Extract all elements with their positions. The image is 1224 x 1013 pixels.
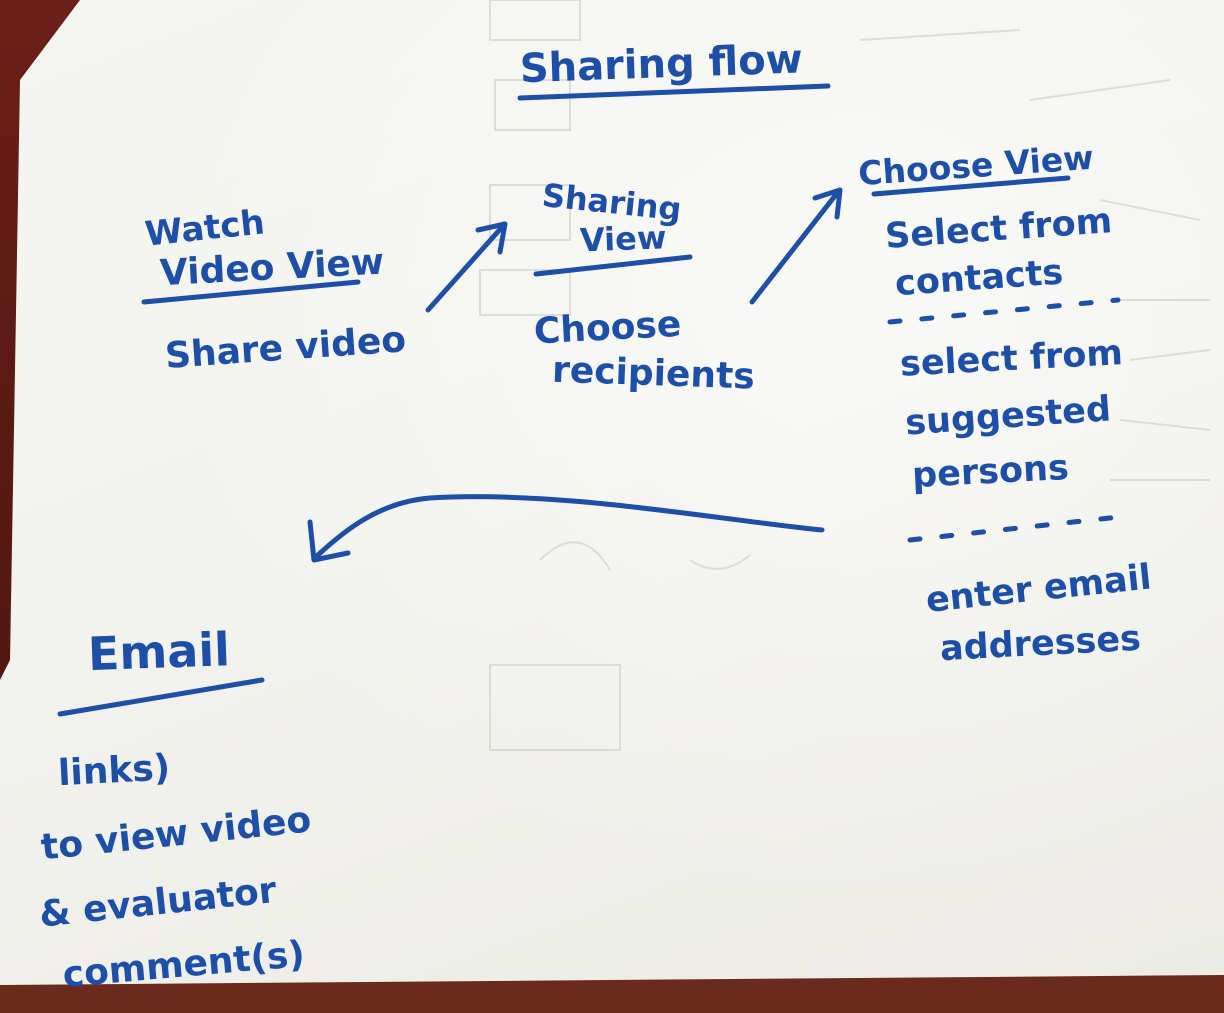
sharing-action-line1: Choose	[533, 304, 682, 353]
choose-option2-line2: suggested	[904, 389, 1112, 443]
arrow-watch-to-sharing	[425, 221, 508, 313]
arrow-sharing-to-choose	[749, 187, 843, 305]
email-node: Email links) to view video & evaluator c…	[37, 622, 313, 996]
title-text: Sharing flow	[519, 36, 803, 92]
watch-action: Share video	[164, 319, 408, 377]
email-line1: links)	[57, 747, 171, 794]
email-underline	[57, 677, 265, 717]
watch-heading-line1: Watch	[143, 202, 266, 254]
email-line4: comment(s)	[61, 934, 306, 996]
choose-view-node: Choose View Select from contacts select …	[857, 138, 1153, 669]
choose-option1-line2: contacts	[894, 253, 1065, 305]
email-line3: & evaluator	[37, 870, 278, 936]
sharing-view-node: Sharing View Choose recipients	[533, 176, 755, 398]
diagram-title: Sharing flow	[517, 36, 831, 101]
choose-separator-1	[887, 297, 1121, 325]
show-through-marks	[479, 0, 1211, 751]
watch-video-node: Watch Video View Share video	[141, 202, 408, 377]
choose-underline	[871, 175, 1071, 197]
choose-option3-line1: enter email	[924, 557, 1153, 620]
title-underline	[517, 83, 831, 101]
arrow-choose-to-email	[307, 494, 825, 563]
email-line2: to view video	[39, 799, 313, 868]
choose-option2-line1: select from	[899, 333, 1124, 385]
choose-option2-line3: persons	[911, 448, 1070, 496]
choose-separator-2	[907, 513, 1131, 543]
sharing-action-line2: recipients	[551, 350, 755, 398]
email-heading: Email	[87, 622, 231, 681]
choose-option3-line2: addresses	[939, 619, 1142, 669]
choose-option1-line1: Select from	[884, 201, 1114, 257]
sharing-heading-line2: View	[579, 218, 667, 259]
watch-underline	[141, 279, 361, 305]
sharing-underline	[533, 254, 693, 277]
